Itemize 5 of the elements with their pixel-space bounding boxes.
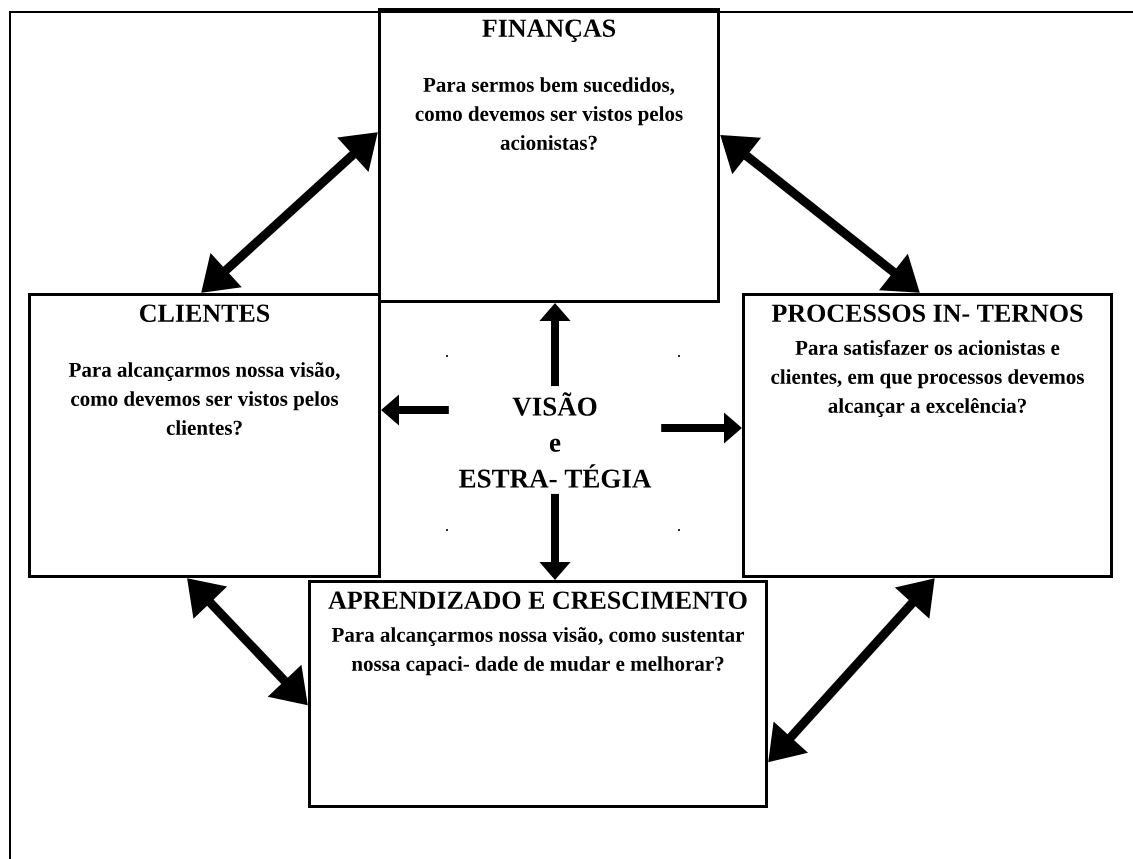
perspective-box: FINANÇAS Para sermos bem sucedidos, como devemos ser vistos pelos acionistas?: [378, 8, 720, 303]
perspective-box: CLIENTES Para alcançarmos nossa visão, como devemos ser vistos pelos clientes?: [28, 293, 381, 578]
perspective-box: APRENDIZADO E CRESCIMENTO Para alcançarmos nossa visão, como sustentar nossa capaci- dade de mudar e melhorar?: [308, 580, 768, 808]
perspective-box: PROCESSOS IN- TERNOS Para satisfazer os acionistas e clientes, em que processos devemos alcançar a excelência?: [742, 293, 1113, 578]
center-text: VISÃO e ESTRA- TÉGIA: [459, 392, 652, 488]
